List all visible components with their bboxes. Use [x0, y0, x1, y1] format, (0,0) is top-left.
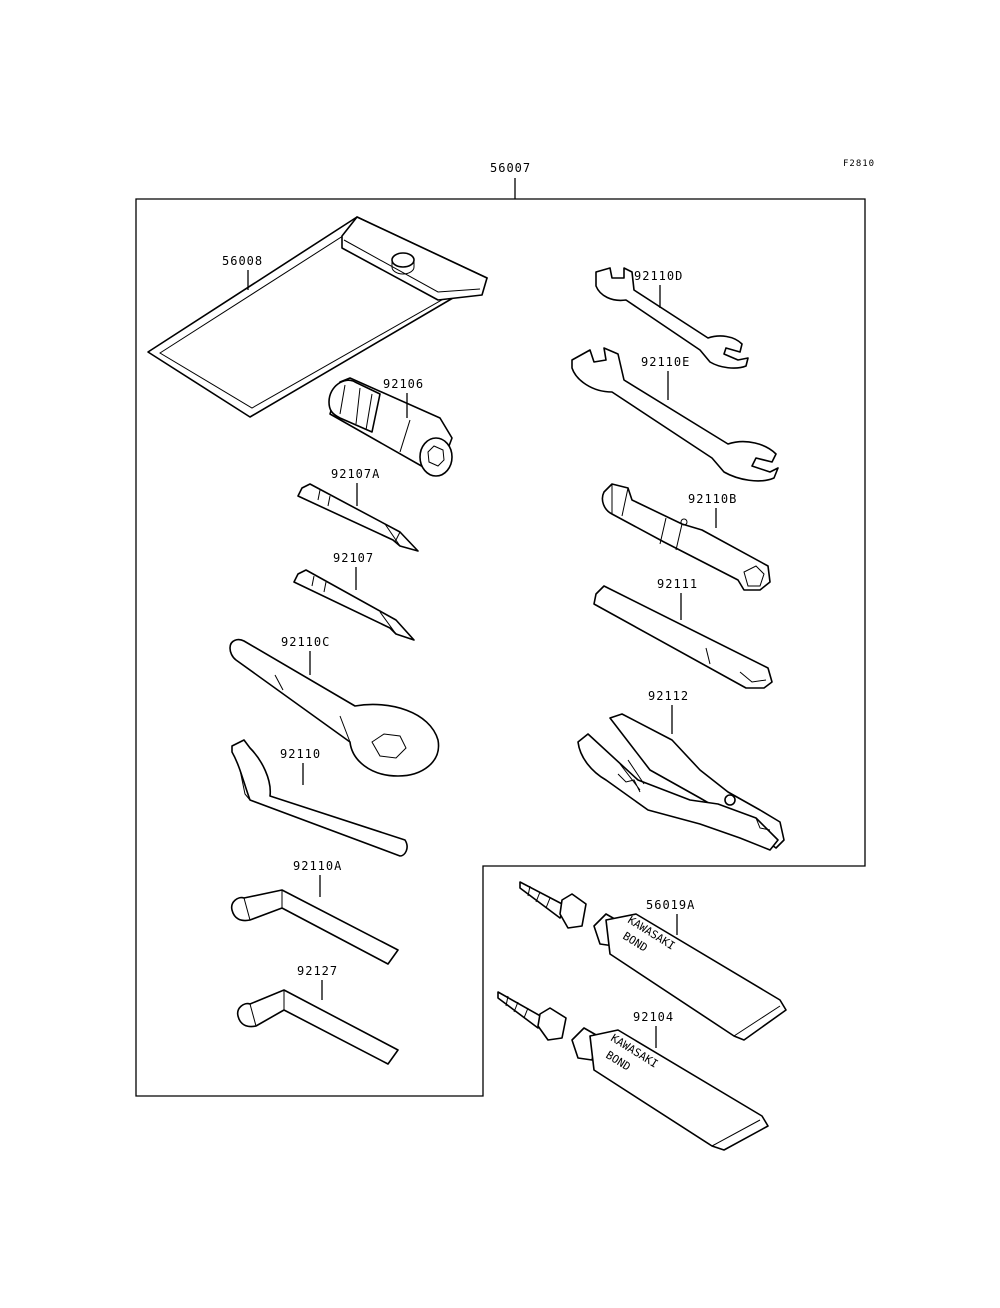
- hook-wrench-drawing: [231, 739, 408, 857]
- open-wrench-e-label: 92110E: [641, 355, 690, 369]
- ring-wrench-drawing: [229, 638, 440, 777]
- kit-frame: [135, 198, 866, 1097]
- bond-large-label: 56019A: [646, 898, 695, 912]
- tool-pouch-drawing: [147, 216, 488, 418]
- socket-drawing: [328, 377, 453, 477]
- box-wrench-label: 92110B: [688, 492, 737, 506]
- driver-bit-drawing: [293, 569, 415, 641]
- pliers-label: 92112: [648, 689, 689, 703]
- pliers-drawing: [577, 713, 785, 851]
- bond-tube-small-drawing: [497, 991, 769, 1151]
- socket-label: 92106: [383, 377, 424, 391]
- ring-wrench-label: 92110C: [281, 635, 330, 649]
- driver-bit-a-label: 92107A: [331, 467, 380, 481]
- kit-label: 56007: [490, 161, 531, 175]
- handle-drawing: [593, 585, 773, 689]
- open-wrench-d-label: 92110D: [634, 269, 683, 283]
- driver-bit-a-drawing: [297, 483, 419, 552]
- handle-label: 92111: [657, 577, 698, 591]
- driver-bit-label: 92107: [333, 551, 374, 565]
- box-wrench-drawing: [601, 483, 771, 591]
- hex-key-a-label: 92110A: [293, 859, 342, 873]
- pouch-label: 56008: [222, 254, 263, 268]
- hook-wrench-label: 92110: [280, 747, 321, 761]
- open-wrench-d-drawing: [595, 267, 749, 369]
- figure-code: F2810: [843, 159, 875, 169]
- bond-small-label: 92104: [633, 1010, 674, 1024]
- hex-key-a-drawing: [230, 889, 399, 965]
- open-wrench-e-drawing: [571, 347, 779, 482]
- hex-key-label: 92127: [297, 964, 338, 978]
- hex-key-drawing: [236, 989, 399, 1065]
- bond-tube-large-drawing: [519, 881, 787, 1041]
